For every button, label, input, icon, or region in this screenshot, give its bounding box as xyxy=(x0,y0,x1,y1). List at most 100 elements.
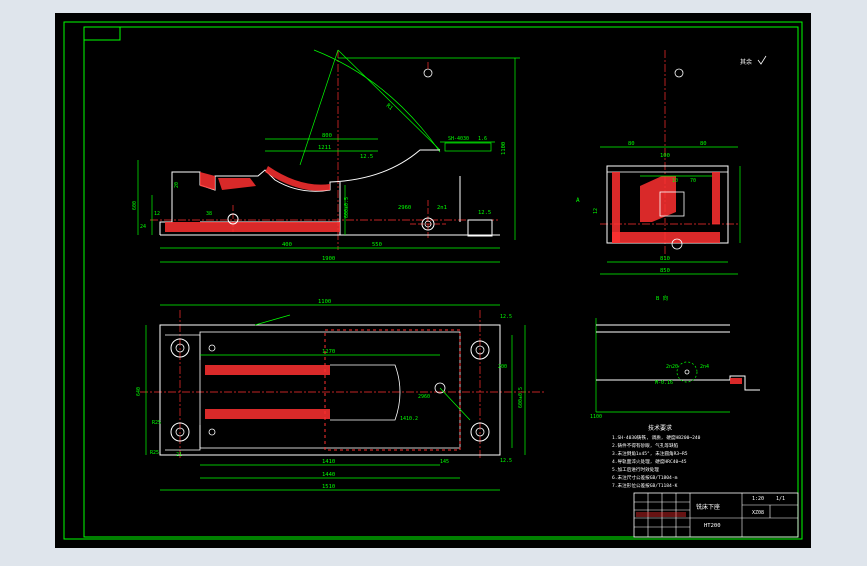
side-wall-right xyxy=(712,172,720,224)
note-line-3: 3.未注倒角1x45°, 未注圆角R3~R5 xyxy=(612,450,688,457)
drawing-sheet xyxy=(55,13,811,548)
plan-dim-1410: 1410 xyxy=(322,459,335,465)
side-view: 80 80 100 10 70 12 810 850 A xyxy=(576,50,741,275)
dim-2960-label: 2960 xyxy=(398,205,411,211)
plan-small-hole-a xyxy=(208,344,216,352)
plan-dim-1510: 1510 xyxy=(322,484,335,490)
side-top-plate xyxy=(606,165,729,173)
plan-dim-1440: 1440 xyxy=(322,472,335,478)
plan-hole-bl xyxy=(170,422,190,442)
plan-dim-145: 145 xyxy=(440,459,449,465)
corner-tag-box xyxy=(83,26,121,41)
front-foot xyxy=(467,219,493,237)
note-line-7: 7.未注形位公差按GB/T1184-K xyxy=(612,482,678,489)
side-hole xyxy=(671,238,683,250)
plan-rib-lower xyxy=(205,409,330,419)
detail-hatch xyxy=(730,378,742,384)
note-line-4: 4.导轨面淬火处理, 硬度HRC40~45 xyxy=(612,458,687,465)
detail-center xyxy=(684,369,690,375)
side-dim-10: 10 xyxy=(672,178,678,184)
side-view-label: A xyxy=(576,197,580,204)
construction-arc xyxy=(313,49,441,153)
detail-dim-label: M-0.16 xyxy=(655,380,673,386)
side-dim-70: 70 xyxy=(690,178,696,184)
tb-sheet: 1/1 xyxy=(776,496,785,502)
tb-material: HT200 xyxy=(704,523,721,529)
detail-view: B 向 1100 2n20 2n4 M-0.16 xyxy=(590,294,760,420)
roughness-note: 其余 xyxy=(740,58,752,66)
section-hatch-1 xyxy=(200,172,215,190)
dim-800-label: 800 xyxy=(322,133,332,139)
dim-38-label: 38 xyxy=(206,211,212,217)
dim-1211-label: 1211 xyxy=(318,145,331,151)
side-section-hatch xyxy=(640,176,676,222)
side-dim-80a: 80 xyxy=(628,141,635,147)
plan-dim-125b: 12.5 xyxy=(500,458,512,464)
note-line-1: 1.SH-4030铸铁, 调质, 硬度HB200~240 xyxy=(612,434,701,441)
detail-bolt-circle xyxy=(676,361,698,383)
plan-dim-side: 600±0.5 xyxy=(518,387,524,408)
side-dim-810: 810 xyxy=(660,256,670,262)
section-hatch-base xyxy=(165,222,340,232)
dim-20-label: 20 xyxy=(174,182,180,188)
notes-title: 技术要求 xyxy=(648,424,672,432)
side-base-hatch xyxy=(612,232,720,243)
tolerance-frame xyxy=(444,142,492,152)
plan-hole-tr xyxy=(470,340,490,360)
dim-side-b-label: 600±0.5 xyxy=(344,197,350,218)
construction-radial-2 xyxy=(299,49,339,166)
plan-dim-21: 21 xyxy=(176,452,182,458)
side-slot xyxy=(659,191,685,217)
leader-label: SH-4030 xyxy=(448,136,469,142)
detail-dim-1100: 1100 xyxy=(590,414,602,420)
side-dim-12: 12 xyxy=(593,208,599,214)
detail-title: B 向 xyxy=(656,294,668,302)
plan-ears xyxy=(165,334,201,451)
dim-1900-label: 1900 xyxy=(322,256,335,262)
front-bolt-hole xyxy=(421,217,435,231)
plan-dim-1270: 1270 xyxy=(322,349,335,355)
plan-pocket xyxy=(330,364,401,421)
plan-leader-2 xyxy=(254,314,291,326)
plan-hole-tl xyxy=(170,338,190,358)
section-hatch-3 xyxy=(265,166,330,191)
note-line-2: 2.铸件不得有砂眼, 气孔等缺陷 xyxy=(612,442,679,449)
side-wall-left xyxy=(612,172,620,243)
dim-125-label: 12.5 xyxy=(360,154,373,160)
inner-frame xyxy=(83,26,799,538)
note-line-6: 6.未注尺寸公差按GB/T1804-m xyxy=(612,474,678,481)
note-line-5: 5.加工后进行时效处理 xyxy=(612,466,659,473)
plan-view: 1100 1270 640 12.5 12.5 1410 1440 1510 1… xyxy=(136,299,545,491)
technical-notes: 技术要求 1.SH-4030铸铁, 调质, 硬度HB200~240 2.铸件不得… xyxy=(612,424,701,489)
plan-hole-tr-inner xyxy=(475,345,485,355)
section-hatch-2 xyxy=(218,178,256,190)
plan-dim-2960: 2960 xyxy=(418,394,430,400)
plan-center-hole xyxy=(434,382,446,394)
tb-hatch-row xyxy=(636,512,686,517)
plan-hole-tl-inner xyxy=(175,343,185,353)
front-bolt-hole-inner xyxy=(424,220,432,228)
construction-radial xyxy=(337,49,441,151)
detail-profile xyxy=(596,375,760,391)
plan-dim-640: 640 xyxy=(136,387,142,396)
plan-dim-r25a: R25 xyxy=(152,420,161,426)
front-hole xyxy=(227,213,239,225)
plan-leader xyxy=(439,387,471,421)
front-view: 800 1211 12.5 1100 400 550 1900 2960 2n1… xyxy=(132,49,520,263)
dim-125b-label: 12.5 xyxy=(478,210,491,216)
plan-dim-r25b: R25 xyxy=(150,450,159,456)
plan-hole-br xyxy=(470,422,490,442)
dim-550-label: 550 xyxy=(372,242,382,248)
tb-part-name: 铣床下座 xyxy=(696,503,720,511)
dim-1100-label: 1100 xyxy=(501,142,507,155)
side-dim-100: 100 xyxy=(660,153,670,159)
title-block: 铣床下座 1:20 1/1 HT200 XZ08 xyxy=(633,492,799,538)
dim-side-a-label: 600 xyxy=(132,201,138,210)
plan-hole-bl-inner xyxy=(175,427,185,437)
side-dim-850: 850 xyxy=(660,268,670,274)
tb-scale: 1:20 xyxy=(752,496,764,502)
plan-small-hole-b xyxy=(208,428,216,436)
outer-frame xyxy=(63,21,803,540)
